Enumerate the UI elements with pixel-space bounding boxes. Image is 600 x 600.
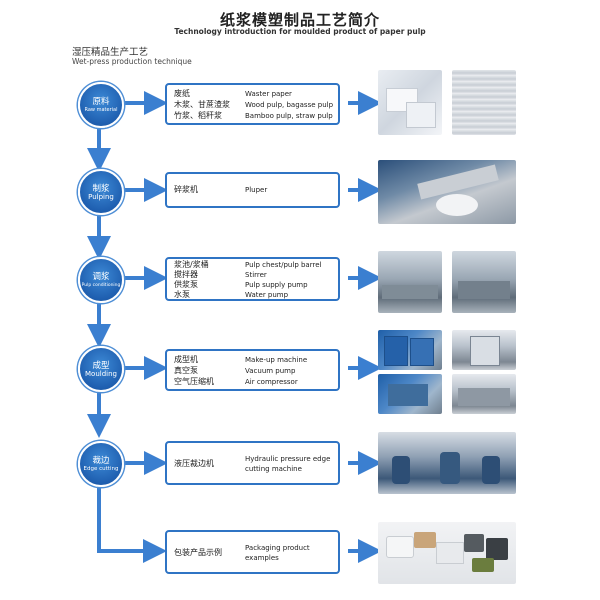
section-subtitle: Wet-press production technique	[72, 57, 192, 66]
step-node-pulp-conditioning: 调浆 Pulp conditioning	[78, 257, 124, 303]
page-title: 纸浆模塑制品工艺简介	[219, 11, 380, 29]
item-en: cutting machine	[245, 465, 302, 473]
photo-pulp-sheets	[452, 70, 516, 135]
step-node-raw-material: 原料 Raw material	[78, 82, 124, 128]
step-item: 废纸 Waster paper	[167, 89, 338, 99]
final-connector	[97, 486, 167, 563]
photo-waste-paper	[378, 70, 442, 135]
page-subtitle: Technology introduction for moulded prod…	[174, 27, 426, 36]
item-zh: 竹浆、稻秆浆	[174, 111, 222, 120]
step-item: 碎浆机 Pluper	[167, 185, 338, 195]
node-label-en: Edge cutting	[83, 465, 119, 472]
item-en: Waster paper	[245, 90, 292, 98]
item-en: Make-up machine	[245, 356, 308, 364]
photo-stirrer	[452, 251, 516, 313]
item-zh: 搅拌器	[174, 270, 198, 279]
step-box-packaging: 包装产品示例 Packaging product examples	[165, 530, 340, 574]
item-zh: 液压裁边机	[174, 459, 214, 468]
item-en: Bamboo pulp, straw pulp	[245, 112, 333, 120]
node-label-zh: 原料	[92, 96, 110, 107]
step-item: 浆池/浆桶 Pulp chest/pulp barrel	[167, 260, 338, 270]
step-box-edge-cutting: 液压裁边机 Hydraulic pressure edge cutting mac…	[165, 441, 340, 485]
step-item: 液压裁边机 Hydraulic pressure edge	[167, 454, 338, 468]
step-node-pulping: 制浆 Pulping	[78, 169, 124, 215]
item-zh: 供浆泵	[174, 280, 198, 289]
node-label-en: Pulp conditioning	[81, 282, 121, 288]
step-box-pulping: 碎浆机 Pluper	[165, 172, 340, 208]
node-label-zh: 裁边	[92, 455, 110, 466]
node-label-zh: 制浆	[92, 183, 110, 194]
item-zh: 碎浆机	[174, 185, 198, 194]
step-item: 成型机 Make-up machine	[167, 355, 338, 365]
step-item: 搅拌器 Stirrer	[167, 270, 338, 280]
photo-moulding-line	[452, 374, 516, 414]
node-label-zh: 成型	[92, 360, 110, 371]
step-item: 竹浆、稻秆浆 Bamboo pulp, straw pulp	[167, 111, 338, 121]
item-en: Hydraulic pressure edge	[245, 455, 331, 463]
item-en: Water pump	[245, 291, 289, 299]
photo-pulper	[378, 160, 516, 224]
item-en: Wood pulp, bagasse pulp	[245, 101, 334, 109]
item-en: Stirrer	[245, 271, 267, 279]
item-zh: 木浆、甘蔗渣浆	[174, 100, 230, 109]
item-zh: 包装产品示例	[174, 548, 222, 557]
item-en: Pulp supply pump	[245, 281, 308, 289]
step-item: examples	[167, 553, 338, 563]
step-item: 水泵 Water pump	[167, 290, 338, 300]
item-en: Vacuum pump	[245, 367, 296, 375]
photo-vacuum-pump	[452, 330, 516, 370]
step-node-moulding: 成型 Moulding	[78, 346, 124, 392]
step-box-moulding: 成型机 Make-up machine 真空泵 Vacuum pump 空气压缩机 A…	[165, 349, 340, 391]
item-en: Pulp chest/pulp barrel	[245, 261, 322, 269]
node-label-en: Pulping	[88, 192, 114, 201]
node-label-en: Moulding	[85, 369, 117, 378]
photo-make-up-machine	[378, 330, 442, 370]
item-zh: 浆池/浆桶	[174, 260, 209, 269]
item-zh: 成型机	[174, 355, 198, 364]
step-item: 木浆、甘蔗渣浆 Wood pulp, bagasse pulp	[167, 100, 338, 110]
photo-edge-cutting	[378, 432, 516, 494]
item-en: Packaging product	[245, 544, 310, 552]
step-item: 真空泵 Vacuum pump	[167, 366, 338, 376]
item-en: Pluper	[245, 186, 268, 194]
item-zh: 空气压缩机	[174, 377, 214, 386]
photo-packaging-products	[378, 522, 516, 584]
item-zh: 水泵	[174, 290, 190, 299]
step-item: cutting machine	[167, 464, 338, 474]
section-title: 湿压精品生产工艺	[72, 47, 149, 58]
photo-air-compressor	[378, 374, 442, 414]
node-label-en: Raw material	[84, 106, 118, 113]
item-en: examples	[245, 554, 279, 562]
step-box-pulp-conditioning: 浆池/浆桶 Pulp chest/pulp barrel 搅拌器 Stirrer 供…	[165, 257, 340, 301]
step-item: 供浆泵 Pulp supply pump	[167, 280, 338, 290]
item-en: Air compressor	[245, 378, 298, 386]
item-zh: 真空泵	[174, 366, 198, 375]
photo-pulp-chest	[378, 251, 442, 313]
step-box-raw-material: 废纸 Waster paper 木浆、甘蔗渣浆 Wood pulp, bagasse…	[165, 83, 340, 125]
step-node-edge-cutting: 裁边 Edge cutting	[78, 441, 124, 487]
step-item: 空气压缩机 Air compressor	[167, 377, 338, 387]
item-zh: 废纸	[174, 89, 190, 98]
step-item: 包装产品示例 Packaging product	[167, 543, 338, 557]
node-label-zh: 调浆	[92, 271, 110, 282]
